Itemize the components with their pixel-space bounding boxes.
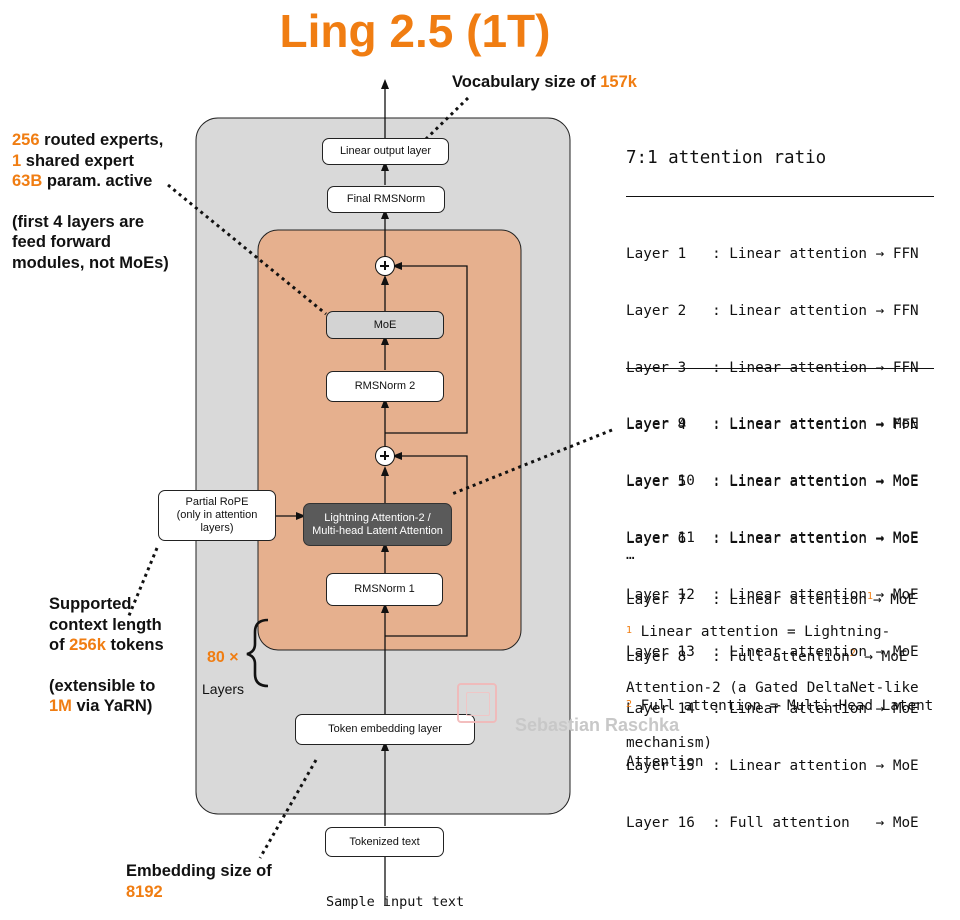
footnote-1: 1 Linear attention = Lightning- Attentio… (626, 585, 919, 771)
layer-list-ellipsis: … (626, 547, 635, 563)
token-embedding-layer: Token embedding layer (295, 714, 475, 745)
attention-label-line1: Lightning Attention-2 / (324, 511, 431, 524)
footnote-2-line1: Full attention = Multi-Head Latent (632, 698, 934, 714)
layer-row: Layer 2 : Linear attention → FFN (626, 303, 919, 319)
context-line1: Supported (49, 595, 132, 613)
context-line3-suffix: tokens (105, 636, 164, 654)
layer-row: Layer 16 : Full attention → MoE (626, 815, 919, 831)
routed-experts-label: routed experts, (39, 131, 164, 149)
footnote-1-line2: Attention-2 (a Gated DeltaNet-like (626, 679, 919, 696)
table-divider-top (626, 196, 934, 197)
footnote-1-line1: Linear attention = Lightning- (632, 624, 891, 640)
layer-row: Layer 1 : Linear attention → FFN (626, 246, 919, 262)
watermark-logo-icon (457, 683, 497, 723)
rmsnorm-2: RMSNorm 2 (326, 371, 444, 402)
layer-row: Layer 4 : Linear attention → FFN (626, 417, 919, 433)
footnote-mark-2: 2 (849, 648, 856, 659)
footnote-2: 2 Full attention = Multi-Head Latent Att… (626, 659, 933, 790)
extended-context-value: 1M (49, 697, 72, 715)
linear-output-layer: Linear output layer (322, 138, 449, 165)
shared-experts-count: 1 (12, 151, 22, 170)
footnote-2-line2: Attention (626, 753, 704, 770)
vocab-callout-line (423, 96, 470, 142)
layer-row: Layer 8 : Full attention2 → MoE (626, 648, 908, 665)
ffn-note-line2: feed forward (12, 233, 112, 251)
layer-row: Layer 13 : Linear attention → MoE (626, 644, 919, 660)
footnote-mark-1: 1 (867, 591, 874, 602)
rmsnorm-1: RMSNorm 1 (326, 573, 443, 606)
context-line3-prefix: of (49, 636, 70, 654)
layer-row: Layer 5 : Linear attention → MoE (626, 474, 919, 490)
attention-callout-line (451, 428, 613, 496)
embedding-label: Embedding size of (126, 862, 272, 880)
partial-rope-box: Partial RoPE (only in attention layers) (158, 490, 276, 541)
layer-list-group-2: Layer 9 : Linear attention → MoE Layer 1… (626, 377, 919, 852)
context-length-value: 256k (69, 636, 106, 654)
layer-repeat-label: Layers (202, 681, 245, 697)
attention-block: Lightning Attention-2 / Multi-head Laten… (303, 503, 452, 546)
rope-label-line2: (only in attention (176, 509, 258, 521)
context-annotation: Supported context length of 256k tokens … (49, 594, 164, 717)
routed-experts-count: 256 (12, 131, 40, 149)
ffn-note-line3: modules, not MoEs) (12, 253, 169, 272)
layer-row: Layer 7 : Linear attention1→ MoE (626, 591, 917, 608)
layer-row: Layer 11 : Linear attention → MoE (626, 530, 919, 546)
moe-block: MoE (326, 311, 444, 339)
rope-label-line1: Partial RoPE (185, 496, 249, 508)
layer-row: Layer 15 : Linear attention → MoE (626, 758, 919, 774)
active-params-label: param. active (42, 172, 153, 190)
experts-annotation: 256 routed experts, 1 shared expert 63B … (12, 130, 169, 273)
layer-row: Layer 14 : Linear attention → MoE (626, 701, 919, 717)
footnote-2-mark: 2 (626, 699, 633, 710)
table-divider-middle (626, 368, 934, 369)
watermark-text: Sebastian Raschka (515, 715, 680, 735)
sample-input-text: Sample input text (326, 894, 465, 910)
vocab-value: 157k (600, 73, 637, 91)
active-params-value: 63B (12, 172, 43, 190)
residual-add-bottom-icon (375, 446, 395, 466)
vocab-label: Vocabulary size of (452, 73, 601, 91)
layer-repeat-count: 80 × (207, 649, 239, 666)
layer-row: Layer 12 : Linear attention → MoE (626, 587, 919, 603)
embedding-callout-line (258, 759, 318, 859)
context-line4: (extensible to (49, 676, 156, 695)
footnote-1-mark: 1 (626, 625, 633, 636)
residual-add-top-icon (375, 256, 395, 276)
shared-experts-label: shared expert (21, 151, 134, 170)
ffn-note-line1: (first 4 layers are (12, 212, 145, 231)
attention-ratio-title: 7:1 attention ratio (626, 148, 827, 168)
tokenized-text-box: Tokenized text (325, 827, 444, 857)
attention-label-line2: Multi-head Latent Attention (312, 524, 443, 537)
context-line2: context length (49, 615, 162, 634)
vocab-annotation: Vocabulary size of 157k (452, 72, 637, 93)
page-title: Ling 2.5 (1T) (279, 5, 551, 57)
context-line5-suffix: via YaRN) (71, 697, 153, 715)
embedding-value: 8192 (126, 882, 163, 901)
context-callout-line (126, 547, 159, 619)
repeat-brace (246, 618, 269, 688)
rope-label-line3: layers) (200, 522, 234, 534)
layer-row: Layer 10 : Linear attention → MoE (626, 473, 919, 489)
layer-row: Layer 9 : Linear attention → MoE (626, 416, 919, 432)
layer-row: Layer 6 : Linear attention → MoE (626, 531, 919, 547)
embedding-annotation: Embedding size of 8192 (126, 861, 272, 902)
footnote-1-line3: mechanism) (626, 735, 713, 751)
final-rmsnorm: Final RMSNorm (327, 186, 445, 213)
layer-list-group-1: Layer 1 : Linear attention → FFN Layer 2… (626, 207, 919, 682)
experts-callout-line (167, 183, 327, 316)
